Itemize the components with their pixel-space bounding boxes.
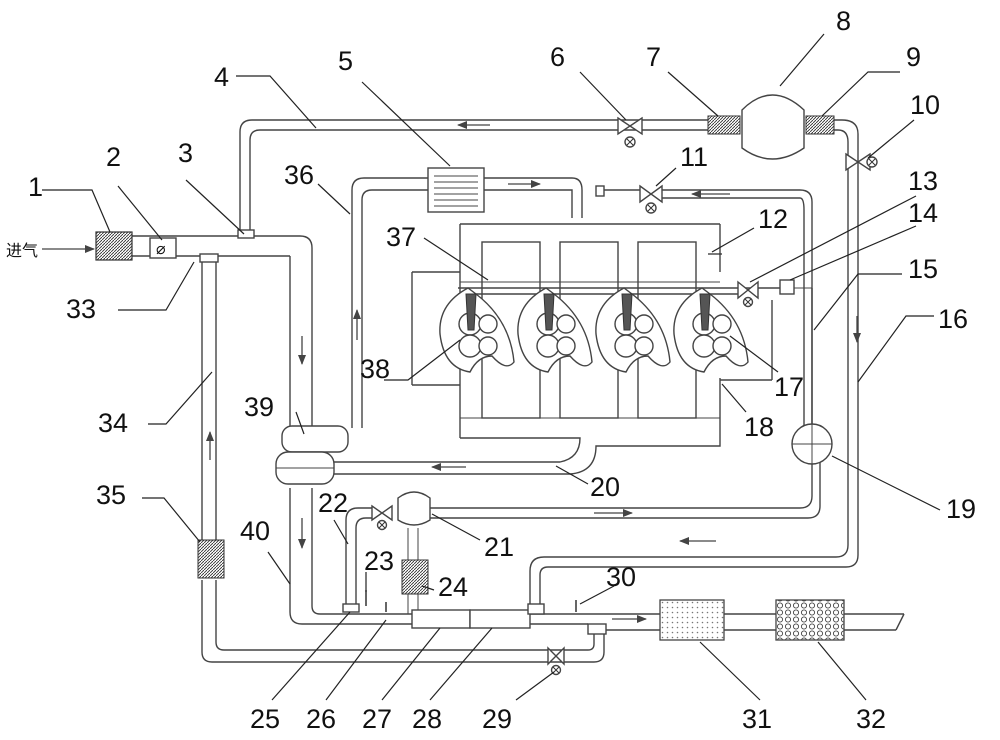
label-33: 33 <box>66 294 96 324</box>
egr-valve-6 <box>618 118 642 147</box>
label-21: 21 <box>484 532 514 562</box>
label-25: 25 <box>250 704 280 734</box>
label-10: 10 <box>910 90 940 120</box>
label-12: 12 <box>758 204 788 234</box>
label-2: 2 <box>106 142 121 172</box>
label-22: 22 <box>318 488 348 518</box>
label-17: 17 <box>774 372 804 402</box>
label-8: 8 <box>836 6 851 36</box>
label-30: 30 <box>606 562 636 592</box>
label-4: 4 <box>214 62 229 92</box>
catalyst-28 <box>470 610 530 628</box>
label-35: 35 <box>96 480 126 510</box>
intake-label: 进气 <box>6 242 38 260</box>
bypass-port <box>200 254 218 262</box>
valve-13 <box>738 282 758 307</box>
catalyst-32 <box>776 600 844 640</box>
egr-tank <box>742 95 804 159</box>
label-14: 14 <box>908 198 938 228</box>
label-11: 11 <box>680 142 708 172</box>
label-24: 24 <box>438 572 468 602</box>
label-29: 29 <box>482 704 512 734</box>
label-20: 20 <box>590 472 620 502</box>
port-29 <box>588 624 606 634</box>
tank-21 <box>398 492 430 560</box>
valve-22 <box>372 506 392 530</box>
label-37: 37 <box>386 222 416 252</box>
label-7: 7 <box>646 42 661 72</box>
label-39: 39 <box>244 392 274 422</box>
label-13: 13 <box>908 166 938 196</box>
label-38: 38 <box>360 354 390 384</box>
label-19: 19 <box>946 494 976 524</box>
label-5: 5 <box>338 46 353 76</box>
label-6: 6 <box>550 42 565 72</box>
port-28 <box>528 604 544 614</box>
pressure-sensor-14 <box>780 280 794 294</box>
label-16: 16 <box>938 304 968 334</box>
mixer-25 <box>343 604 359 612</box>
label-31: 31 <box>742 704 772 734</box>
label-26: 26 <box>306 704 336 734</box>
air-filter <box>96 232 132 260</box>
label-28: 28 <box>412 704 442 734</box>
valve-29 <box>548 648 564 675</box>
label-18: 18 <box>744 412 774 442</box>
label-32: 32 <box>856 704 886 734</box>
catalyst-27 <box>412 610 470 628</box>
label-9: 9 <box>906 42 921 72</box>
intercooler <box>428 168 484 212</box>
pump-19 <box>792 424 832 464</box>
egr-cooler-9 <box>806 116 834 134</box>
heater-24 <box>402 560 428 594</box>
label-23: 23 <box>364 546 394 576</box>
valve-10 <box>846 154 877 170</box>
turbocharger <box>276 426 348 484</box>
filter-35 <box>198 540 224 578</box>
label-34: 34 <box>98 408 128 438</box>
svg-text:⌀: ⌀ <box>156 241 166 258</box>
label-36: 36 <box>284 160 314 190</box>
valve-11 <box>596 186 662 213</box>
label-15: 15 <box>908 254 938 284</box>
label-27: 27 <box>362 704 392 734</box>
egr-cooler-7 <box>708 116 740 134</box>
label-3: 3 <box>178 138 193 168</box>
air-flow-meter: ⌀ <box>150 238 176 258</box>
particulate-filter-31 <box>660 600 724 640</box>
label-1: 1 <box>28 172 43 202</box>
label-40: 40 <box>240 516 270 546</box>
components: ⌀ <box>96 95 877 675</box>
